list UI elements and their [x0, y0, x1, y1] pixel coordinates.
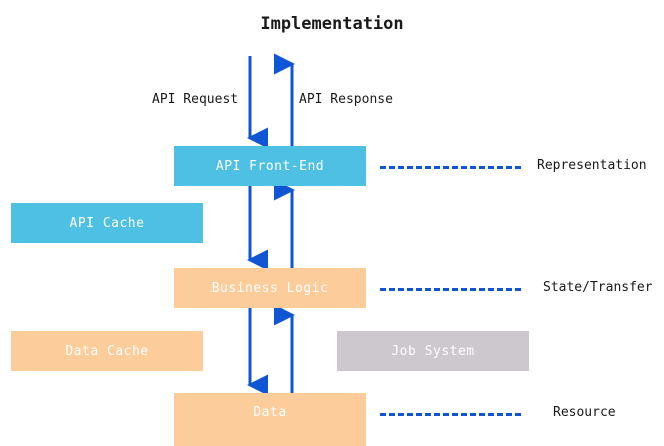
- dash-connector-resource: [380, 413, 521, 416]
- node-api-cache[interactable]: API Cache: [11, 203, 203, 243]
- tier-label-resource: Resource: [553, 405, 616, 420]
- tier-label-representation: Representation: [537, 158, 647, 173]
- node-api-front-end[interactable]: API Front-End: [174, 146, 366, 186]
- node-data-cache[interactable]: Data Cache: [11, 331, 203, 371]
- node-business-logic-label: Business Logic: [211, 280, 329, 296]
- node-data[interactable]: Data: [174, 393, 366, 446]
- node-api-front-end-label: API Front-End: [215, 158, 325, 174]
- tier-label-state-transfer: State/Transfer: [543, 280, 653, 295]
- flow-label-api-request: API Request: [152, 92, 239, 107]
- node-business-logic[interactable]: Business Logic: [174, 268, 366, 308]
- node-api-cache-label: API Cache: [69, 215, 145, 231]
- flow-label-api-response: API Response: [299, 92, 393, 107]
- node-job-system-label: Job System: [391, 343, 475, 359]
- dash-connector-state-transfer: [380, 288, 521, 291]
- page-title: Implementation: [260, 14, 404, 34]
- node-job-system[interactable]: Job System: [337, 331, 529, 371]
- dash-connector-representation: [380, 166, 521, 169]
- node-data-label: Data: [253, 405, 287, 420]
- node-data-cache-label: Data Cache: [65, 343, 149, 359]
